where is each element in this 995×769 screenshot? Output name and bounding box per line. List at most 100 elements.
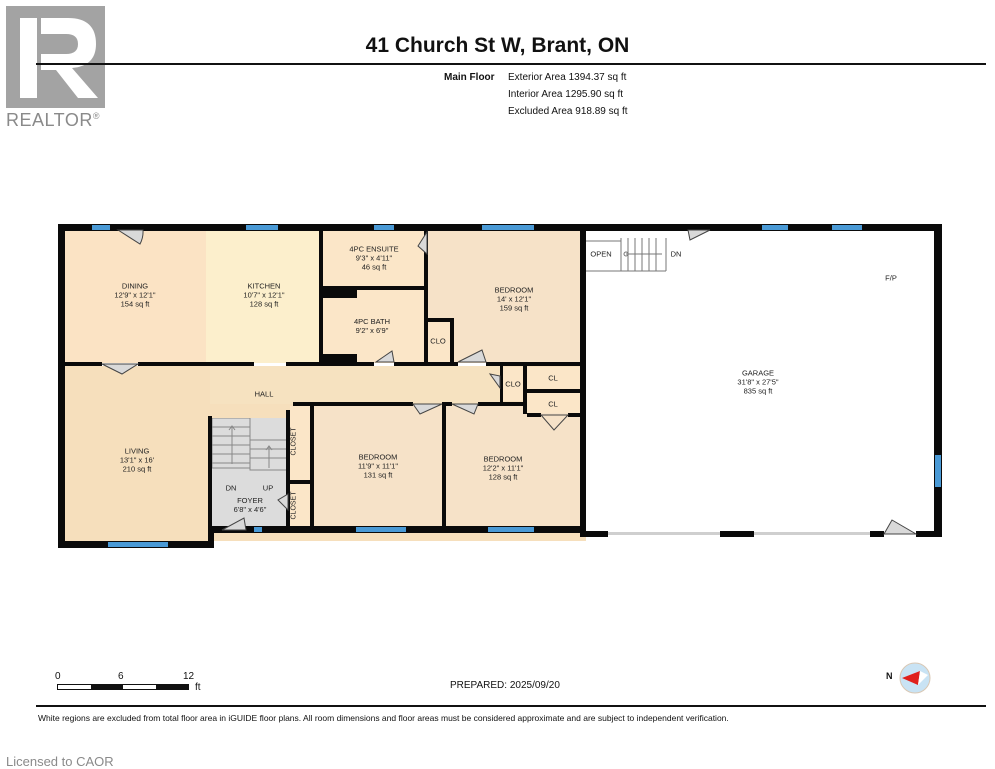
door-bedroom1-hall[interactable]	[457, 349, 487, 363]
door-bedroom1[interactable]	[417, 230, 428, 256]
label-hall: HALL	[254, 389, 274, 399]
door-bath[interactable]	[374, 350, 395, 363]
wall-interior	[500, 366, 503, 406]
wall-right	[934, 224, 942, 537]
header-divider	[36, 63, 986, 65]
window	[488, 527, 534, 532]
wall-interior	[527, 413, 541, 417]
closet-1[interactable]	[290, 406, 310, 480]
room-dining[interactable]	[64, 231, 206, 363]
wall-garage-bottom-1	[580, 531, 608, 537]
room-bedroom-2[interactable]	[314, 406, 442, 526]
door-garage-side[interactable]	[883, 519, 918, 535]
wall-interior	[323, 354, 357, 363]
room-hall[interactable]	[210, 366, 500, 404]
wall-interior	[478, 402, 523, 406]
compass: N	[886, 662, 946, 694]
door-dining-top[interactable]	[116, 229, 144, 245]
wall-interior	[424, 231, 428, 366]
window	[482, 225, 534, 230]
window	[374, 225, 394, 230]
door-living[interactable]	[101, 363, 140, 375]
interior-area: Interior Area 1295.90 sq ft	[508, 89, 624, 100]
disclaimer: White regions are excluded from total fl…	[38, 713, 729, 723]
room-bath[interactable]	[323, 290, 425, 363]
floor-label: Main Floor	[444, 72, 495, 83]
closet-2[interactable]	[290, 484, 310, 526]
footer-divider	[36, 705, 986, 707]
wall-interior	[424, 318, 454, 322]
garage-door-2[interactable]	[754, 532, 870, 535]
window	[92, 225, 110, 230]
room-ensuite[interactable]	[323, 231, 425, 286]
closet-cl-1[interactable]	[527, 367, 580, 389]
compass-icon	[899, 662, 931, 694]
label-closet-1: CLOSET	[290, 427, 298, 456]
wall-interior	[64, 362, 102, 366]
wall-interior	[138, 362, 254, 366]
wall-foyer-step	[208, 528, 214, 548]
wall-interior	[286, 362, 374, 366]
door-foyer-entry[interactable]	[221, 517, 247, 531]
wall-interior	[568, 413, 580, 417]
stairs-dn-label: DN	[225, 483, 237, 493]
wall-garage-bottom-3	[870, 531, 884, 537]
closet-clo-2[interactable]	[503, 367, 523, 401]
compass-north-label: N	[886, 671, 893, 681]
closet-cl-2[interactable]	[527, 393, 580, 413]
room-garage[interactable]	[586, 231, 934, 531]
wall-interior	[523, 366, 527, 414]
scale-tick-0: 0	[55, 671, 61, 682]
wall-interior	[442, 402, 446, 528]
window	[935, 455, 941, 487]
door-bedroom2[interactable]	[412, 403, 443, 415]
wall-left	[58, 224, 65, 548]
label-clo-2: CLO	[505, 379, 521, 389]
wall-interior	[486, 362, 580, 366]
door-garage-top[interactable]	[687, 229, 711, 241]
door-clo-2[interactable]	[488, 373, 501, 390]
stairs-garage[interactable]	[586, 233, 668, 277]
excluded-area: Excluded Area 918.89 sq ft	[508, 106, 628, 117]
garage-door-1[interactable]	[608, 532, 720, 535]
door-bedroom3[interactable]	[451, 403, 479, 415]
wall-interior	[319, 231, 323, 366]
room-bedroom-3[interactable]	[446, 406, 582, 526]
page-title: 41 Church St W, Brant, ON	[365, 34, 630, 57]
wall-interior	[323, 286, 425, 290]
license-watermark: Licensed to CAOR	[6, 754, 114, 769]
wall-interior	[450, 318, 454, 366]
realtor-r-icon	[20, 18, 98, 98]
door-cl-2[interactable]	[539, 414, 570, 431]
prepared-date: PREPARED: 2025/09/20	[450, 680, 560, 691]
wall-interior	[288, 480, 310, 484]
scale-unit: ft	[195, 682, 201, 693]
room-kitchen[interactable]	[206, 231, 320, 363]
wall-interior	[208, 416, 212, 528]
stairs-dn-garage-label: DN	[670, 249, 682, 259]
window	[762, 225, 788, 230]
window	[356, 527, 406, 532]
door-closet-2[interactable]	[277, 493, 289, 512]
stairs-up-label: UP	[262, 483, 274, 493]
stairs-foyer[interactable]	[212, 418, 288, 486]
closet-clo-1[interactable]	[428, 322, 450, 363]
wall-garage-left	[580, 224, 586, 537]
scale-tick-12: 12	[183, 671, 195, 682]
wall-interior	[293, 402, 413, 406]
label-clo-1: CLO	[430, 336, 446, 346]
wall-garage-bottom-2	[720, 531, 754, 537]
realtor-logo	[6, 6, 105, 108]
label-fireplace: F/P	[885, 273, 897, 283]
window	[108, 542, 168, 547]
